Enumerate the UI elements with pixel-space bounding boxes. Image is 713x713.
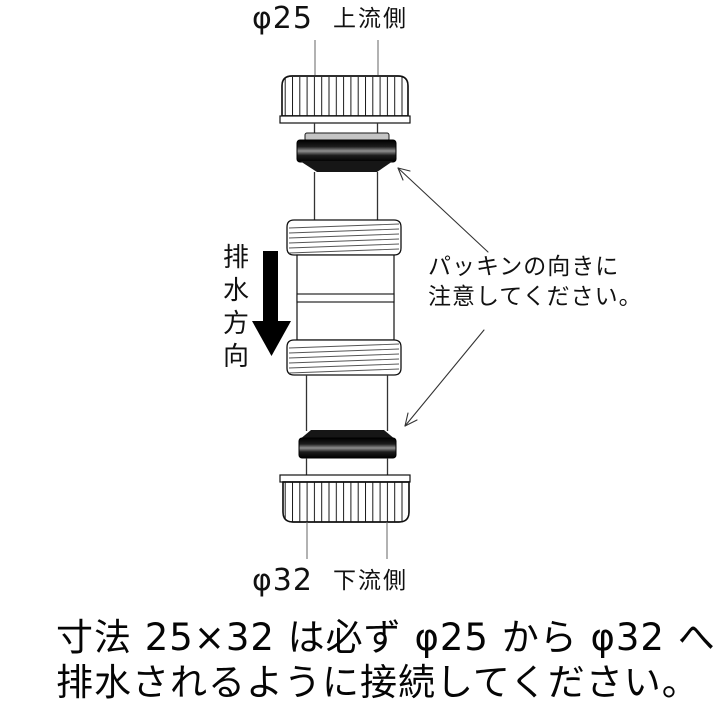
upstream-pipe: [313, 172, 379, 220]
footer-note-line1: 寸法 25×32 は必ず φ25 から φ32 へ: [56, 616, 713, 659]
top-packing: [296, 132, 397, 172]
upstream-leader-lines: [314, 40, 379, 75]
bottom-packing: [298, 430, 397, 459]
bottom-union-nut: [279, 474, 411, 523]
drain-direction-arrow: [252, 251, 291, 356]
downstream-diameter-text: φ32: [252, 563, 313, 598]
drain-direction-text: 排水方向: [222, 243, 249, 372]
upstream-diameter-text: φ25: [252, 1, 313, 36]
upstream-pipe-stub: [313, 123, 379, 134]
packing-note-line2: 注意してください。: [428, 284, 643, 310]
packing-note: パッキンの向きに 注意してください。: [428, 252, 643, 312]
top-union-nut: [279, 75, 411, 124]
packing-note-line1: パッキンの向きに: [428, 254, 620, 280]
downstream-leader-lines: [306, 522, 388, 559]
upstream-label: φ25 上流側: [252, 4, 408, 34]
footer-note: 寸法 25×32 は必ず φ25 から φ32 へ 排水されるように接続してくだ…: [56, 615, 713, 705]
footer-note-line2: 排水されるように接続してください。: [56, 661, 700, 704]
downstream-label: φ32 下流側: [252, 566, 408, 596]
downstream-side-text: 下流側: [332, 567, 408, 594]
downstream-pipe-stub: [305, 458, 389, 475]
connector-body: [286, 219, 402, 376]
downstream-pipe: [305, 375, 389, 431]
packing-pointer-arrows: [397, 167, 489, 427]
upstream-side-text: 上流側: [332, 5, 408, 32]
